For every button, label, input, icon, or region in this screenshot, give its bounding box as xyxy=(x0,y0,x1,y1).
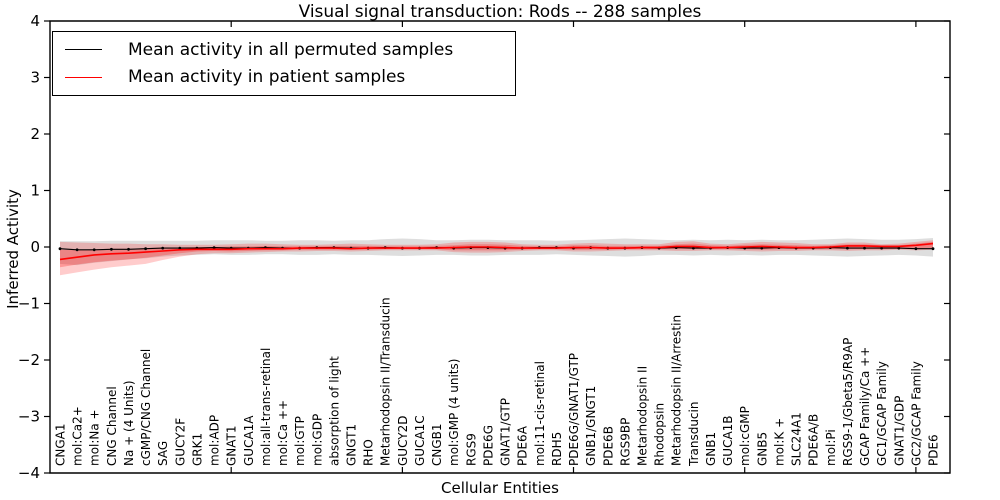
permuted-line-swatch xyxy=(65,49,102,51)
entity-tick-label: GNB1 xyxy=(704,432,718,466)
y-axis-label: Inferred Activity xyxy=(4,189,22,309)
entity-tick-label: GNAT1 xyxy=(225,425,239,466)
entity-tick-label: RDH5 xyxy=(550,432,564,466)
legend: Mean activity in all permuted samples Me… xyxy=(52,31,516,96)
entity-tick-label: PDE6A xyxy=(516,425,530,466)
legend-label-patient: Mean activity in patient samples xyxy=(128,67,406,88)
permuted-mean-marker xyxy=(897,246,901,250)
entity-tick-label: RGS9-1/Gbeta5/R9AP xyxy=(841,338,855,466)
entity-tick-label: mol:11-cis-retinal xyxy=(533,361,547,466)
entity-tick-label: Transducin xyxy=(687,402,701,467)
patient-line-swatch xyxy=(65,76,102,78)
entity-tick-label: mol:cGMP xyxy=(738,406,752,466)
entity-tick-label: PDE6B xyxy=(601,426,615,466)
y-tick-label: 3 xyxy=(30,69,40,87)
y-tick-label: 2 xyxy=(30,125,40,143)
entity-tick-label: Na + (4 Units) xyxy=(122,380,136,466)
entity-tick-label: PDE6G/GNAT1/GTP xyxy=(567,353,581,466)
entity-tick-label: PDE6G xyxy=(481,425,495,466)
permuted-mean-marker xyxy=(692,246,695,250)
entity-tick-label: mol:GMP (4 units) xyxy=(447,359,461,466)
entity-tick-label: Metarhodopsin II xyxy=(636,366,650,466)
entity-tick-label: GUCA1A xyxy=(242,415,256,466)
permuted-mean-marker xyxy=(212,246,216,250)
y-tick-label: −1 xyxy=(18,295,40,313)
entity-tick-label: mol:Ca2+ xyxy=(71,406,85,466)
permuted-mean-marker xyxy=(880,246,883,250)
entity-tick-label: mol:all-trans-retinal xyxy=(259,348,273,466)
permuted-std-band xyxy=(60,238,933,266)
entity-tick-label: Rhodopsin xyxy=(653,403,667,466)
entity-tick-label: PDE6 xyxy=(927,434,941,466)
entity-tick-label: GC1/GCAP Family xyxy=(875,361,889,466)
entity-tick-label: CNG Channel xyxy=(105,386,119,466)
entity-tick-label: GUCA1B xyxy=(721,415,735,466)
entity-tick-label: GUCY2F xyxy=(173,418,187,466)
permuted-mean-marker xyxy=(931,247,935,251)
permuted-mean-marker xyxy=(914,247,918,251)
entity-tick-label: GNGT1 xyxy=(345,424,359,466)
patient-mean-line xyxy=(59,242,934,261)
legend-label-permuted: Mean activity in all permuted samples xyxy=(128,39,454,60)
entity-tick-label: GRK1 xyxy=(190,433,204,466)
entity-tick-label: PDE6A/B xyxy=(807,414,821,466)
entity-tick-label: mol:GDP xyxy=(310,414,324,466)
permuted-mean-marker xyxy=(75,248,79,252)
chart-title: Visual signal transduction: Rods -- 288 … xyxy=(298,2,702,22)
entity-tick-label: CNGA1 xyxy=(54,424,68,467)
legend-item-permuted: Mean activity in all permuted samples xyxy=(65,40,515,60)
entity-tick-label: GNB5 xyxy=(755,432,769,466)
permuted-mean-marker xyxy=(161,246,165,250)
y-tick-label: 1 xyxy=(30,182,40,200)
entity-tick-label: RGS9BP xyxy=(618,418,632,466)
entity-tick-label: SLC24A1 xyxy=(790,412,804,466)
entity-tick-label: mol:ADP xyxy=(208,415,222,466)
permuted-mean-marker xyxy=(178,246,182,250)
entity-tick-label: GNAT1/GTP xyxy=(499,398,513,466)
permuted-mean-marker xyxy=(144,247,148,251)
y-tick-label: 0 xyxy=(30,238,40,256)
y-tick-label: −4 xyxy=(18,464,40,482)
entity-tick-label: Metarhodopsin II/Transducin xyxy=(379,297,393,466)
permuted-mean-marker xyxy=(58,247,62,251)
entity-tick-label: SAG xyxy=(156,441,170,466)
entity-tick-label: mol:K + xyxy=(772,418,786,466)
entity-tick-label: Metarhodopsin II/Arrestin xyxy=(670,315,684,466)
entity-tick-label: RHO xyxy=(362,439,376,466)
entity-tick-label: mol:Ca ++ xyxy=(276,400,290,466)
entity-tick-label: GC2/GCAP Family xyxy=(909,361,923,466)
legend-item-patient: Mean activity in patient samples xyxy=(65,67,515,87)
entity-tick-label: CNGB1 xyxy=(430,423,444,466)
y-tick-label: −2 xyxy=(18,351,40,369)
permuted-mean-marker xyxy=(846,246,849,250)
entity-tick-label: mol:Pi xyxy=(824,429,838,466)
entity-tick-label: absorption of light xyxy=(327,356,341,466)
y-tick-label: 4 xyxy=(30,12,40,30)
entity-tick-label: cGMP/CNG Channel xyxy=(139,349,153,466)
entity-tick-label: mol:Na + xyxy=(88,409,102,466)
permuted-mean-marker xyxy=(127,247,130,251)
permuted-mean-marker xyxy=(760,246,764,250)
permuted-mean-marker xyxy=(863,246,866,250)
y-tick-label: −3 xyxy=(18,408,40,426)
entity-tick-label: GCAP Family/Ca ++ xyxy=(858,347,872,466)
permuted-mean-marker xyxy=(110,247,113,251)
x-axis-label: Cellular Entities xyxy=(441,479,559,497)
entity-tick-label: mol:GTP xyxy=(293,416,307,466)
entity-tick-label: RGS9 xyxy=(464,433,478,466)
entity-tick-label: GNB1/GNGT1 xyxy=(584,386,598,466)
permuted-mean-marker xyxy=(92,248,96,252)
entity-tick-label: GNAT1/GDP xyxy=(892,396,906,466)
entity-tick-label: GUCY2D xyxy=(396,416,410,466)
entity-tick-label: GUCA1C xyxy=(413,415,427,466)
